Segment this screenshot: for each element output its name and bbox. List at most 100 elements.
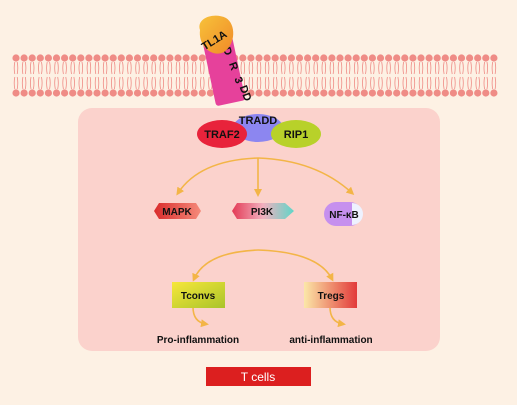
lipid-head — [166, 54, 174, 62]
lipid-head — [158, 54, 166, 62]
dd-domain-label: DD — [237, 84, 254, 103]
dr3-letter-r: R — [226, 61, 240, 73]
lipid-tail — [200, 61, 205, 75]
lipid-tail — [426, 76, 432, 90]
lipid-tail — [248, 61, 254, 75]
lipid-head — [360, 89, 368, 97]
tregs-label: Tregs — [318, 291, 345, 302]
lipid-tail — [402, 61, 407, 75]
lipid-head — [433, 89, 441, 97]
lipid-tail — [378, 61, 383, 75]
lipid-tail — [354, 76, 359, 90]
lipid-head — [457, 89, 466, 97]
lipid-head — [190, 54, 198, 62]
lipid-head — [109, 89, 117, 97]
lipid-head — [393, 89, 401, 97]
lipid-head — [263, 54, 271, 62]
lipid-tail — [175, 61, 181, 75]
lipid-head — [376, 89, 385, 97]
lipid-head — [174, 89, 182, 97]
mapk-node: MAPK — [154, 203, 201, 219]
lipid-tail — [86, 76, 92, 90]
lipid-tail — [467, 76, 472, 90]
lipid-tail — [111, 76, 116, 90]
lipid-tail — [273, 76, 278, 90]
lipid-head — [93, 89, 101, 97]
lipid-head — [304, 54, 312, 62]
lipid-head — [166, 89, 174, 97]
lipid-head — [12, 89, 20, 97]
lipid-head — [295, 89, 304, 97]
lipid-head — [61, 89, 69, 97]
lipid-head — [85, 89, 93, 97]
lipid-tail — [410, 61, 416, 75]
lipid-tail — [70, 61, 75, 75]
lipid-head — [190, 89, 198, 97]
lipid-tail — [329, 61, 335, 75]
lipid-head — [206, 89, 214, 97]
tconvs-box — [172, 282, 225, 308]
lipid-tail — [426, 61, 432, 75]
lipid-tail — [192, 76, 197, 90]
lipid-tail — [135, 61, 140, 75]
lipid-head — [77, 89, 85, 97]
cell-membrane — [12, 54, 498, 97]
anti-inflammation-label: anti-inflammation — [289, 335, 372, 346]
lipid-head — [425, 54, 433, 62]
lipid-head — [344, 54, 352, 62]
lipid-head — [44, 54, 53, 62]
lipid-head — [36, 89, 44, 97]
lipid-tail — [78, 61, 83, 75]
lipid-tail — [143, 76, 148, 90]
lipid-tail — [94, 76, 100, 90]
lipid-tail — [102, 61, 108, 75]
lipid-tail — [475, 61, 480, 75]
lipid-head — [28, 54, 36, 62]
lipid-head — [247, 54, 255, 62]
lipid-head — [441, 89, 449, 97]
lipid-tail — [297, 61, 302, 75]
lipid-head — [36, 54, 44, 62]
lipid-tail — [418, 76, 424, 90]
lipid-head — [271, 54, 279, 62]
lipid-tail — [62, 76, 67, 90]
pro-inflammation-label: Pro-inflammation — [157, 335, 239, 346]
lipid-tail — [394, 61, 399, 75]
lipid-tail — [38, 76, 43, 90]
lipid-tail — [483, 61, 488, 75]
arrow-tregs-outcome — [329, 306, 346, 328]
lipid-head — [287, 54, 295, 62]
lipid-head — [304, 89, 312, 97]
lipid-head — [466, 54, 474, 62]
dr3-letter-3: 3 — [231, 75, 244, 85]
lipid-head — [417, 89, 425, 97]
lipid-tail — [151, 76, 156, 90]
lipid-head — [425, 89, 433, 97]
lipid-tail — [281, 76, 286, 90]
lipid-tail — [264, 61, 270, 75]
lipid-head — [20, 89, 28, 97]
lipid-head — [417, 54, 425, 62]
lipid-head — [12, 54, 20, 62]
lipid-head — [93, 54, 101, 62]
lipid-head — [449, 89, 457, 97]
lipid-tail — [78, 76, 83, 90]
lipid-head — [198, 54, 206, 62]
lipid-head — [409, 89, 417, 97]
lipid-tail — [345, 61, 351, 75]
lipid-tail — [167, 76, 173, 90]
t-cells-label: T cells — [241, 370, 275, 384]
lipid-head — [69, 89, 77, 97]
lipid-head — [44, 89, 53, 97]
lipid-tail — [151, 61, 156, 75]
lipid-head — [125, 89, 133, 97]
rip1-node: RIP1 — [271, 120, 321, 148]
lipid-tail — [378, 76, 383, 90]
lipid-head — [263, 89, 271, 97]
lipid-tail — [256, 61, 262, 75]
lipid-head — [320, 54, 328, 62]
lipid-head — [368, 54, 376, 62]
lipid-tail — [94, 61, 100, 75]
lipid-head — [142, 54, 150, 62]
